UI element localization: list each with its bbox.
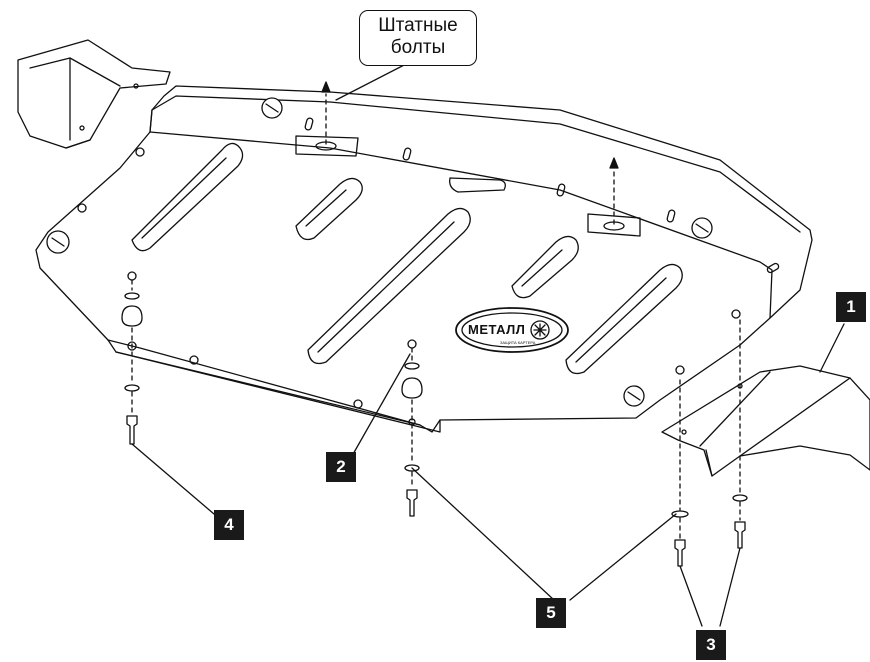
fastener-stack-right	[671, 494, 748, 567]
leader-lines	[131, 61, 845, 627]
part-label-1: 1	[836, 292, 866, 322]
arrow-up-icon	[321, 81, 331, 93]
part-label-2: 2	[326, 452, 356, 482]
rib	[307, 207, 471, 365]
plate-bolt	[623, 385, 645, 407]
skid-plate	[35, 85, 813, 433]
assembly-lines	[131, 93, 741, 539]
right-bracket	[661, 365, 870, 477]
plate-bolt	[691, 217, 713, 239]
callout-standard-bolts: Штатные болты	[359, 10, 477, 66]
logo-subtext: ЗАЩИТА КАРТЕРА	[500, 340, 536, 345]
arrow-up-icon	[609, 157, 619, 169]
rib	[565, 263, 683, 375]
logo-emblem	[455, 307, 569, 353]
fastener-stack-center	[401, 339, 423, 517]
part-label-3: 3	[696, 630, 726, 660]
part-label-4: 4	[214, 510, 244, 540]
left-bracket	[17, 39, 171, 149]
logo-text: МЕТАЛЛ	[468, 322, 525, 337]
rib	[131, 142, 244, 252]
rib	[295, 177, 363, 241]
fastener-stack-left	[121, 271, 143, 445]
plate-bolt	[261, 97, 283, 119]
rib	[511, 235, 579, 299]
plate-bolt	[46, 230, 70, 254]
callout-line-2: болты	[390, 37, 446, 58]
callout-line-1: Штатные	[378, 15, 458, 36]
part-label-5: 5	[536, 598, 566, 628]
